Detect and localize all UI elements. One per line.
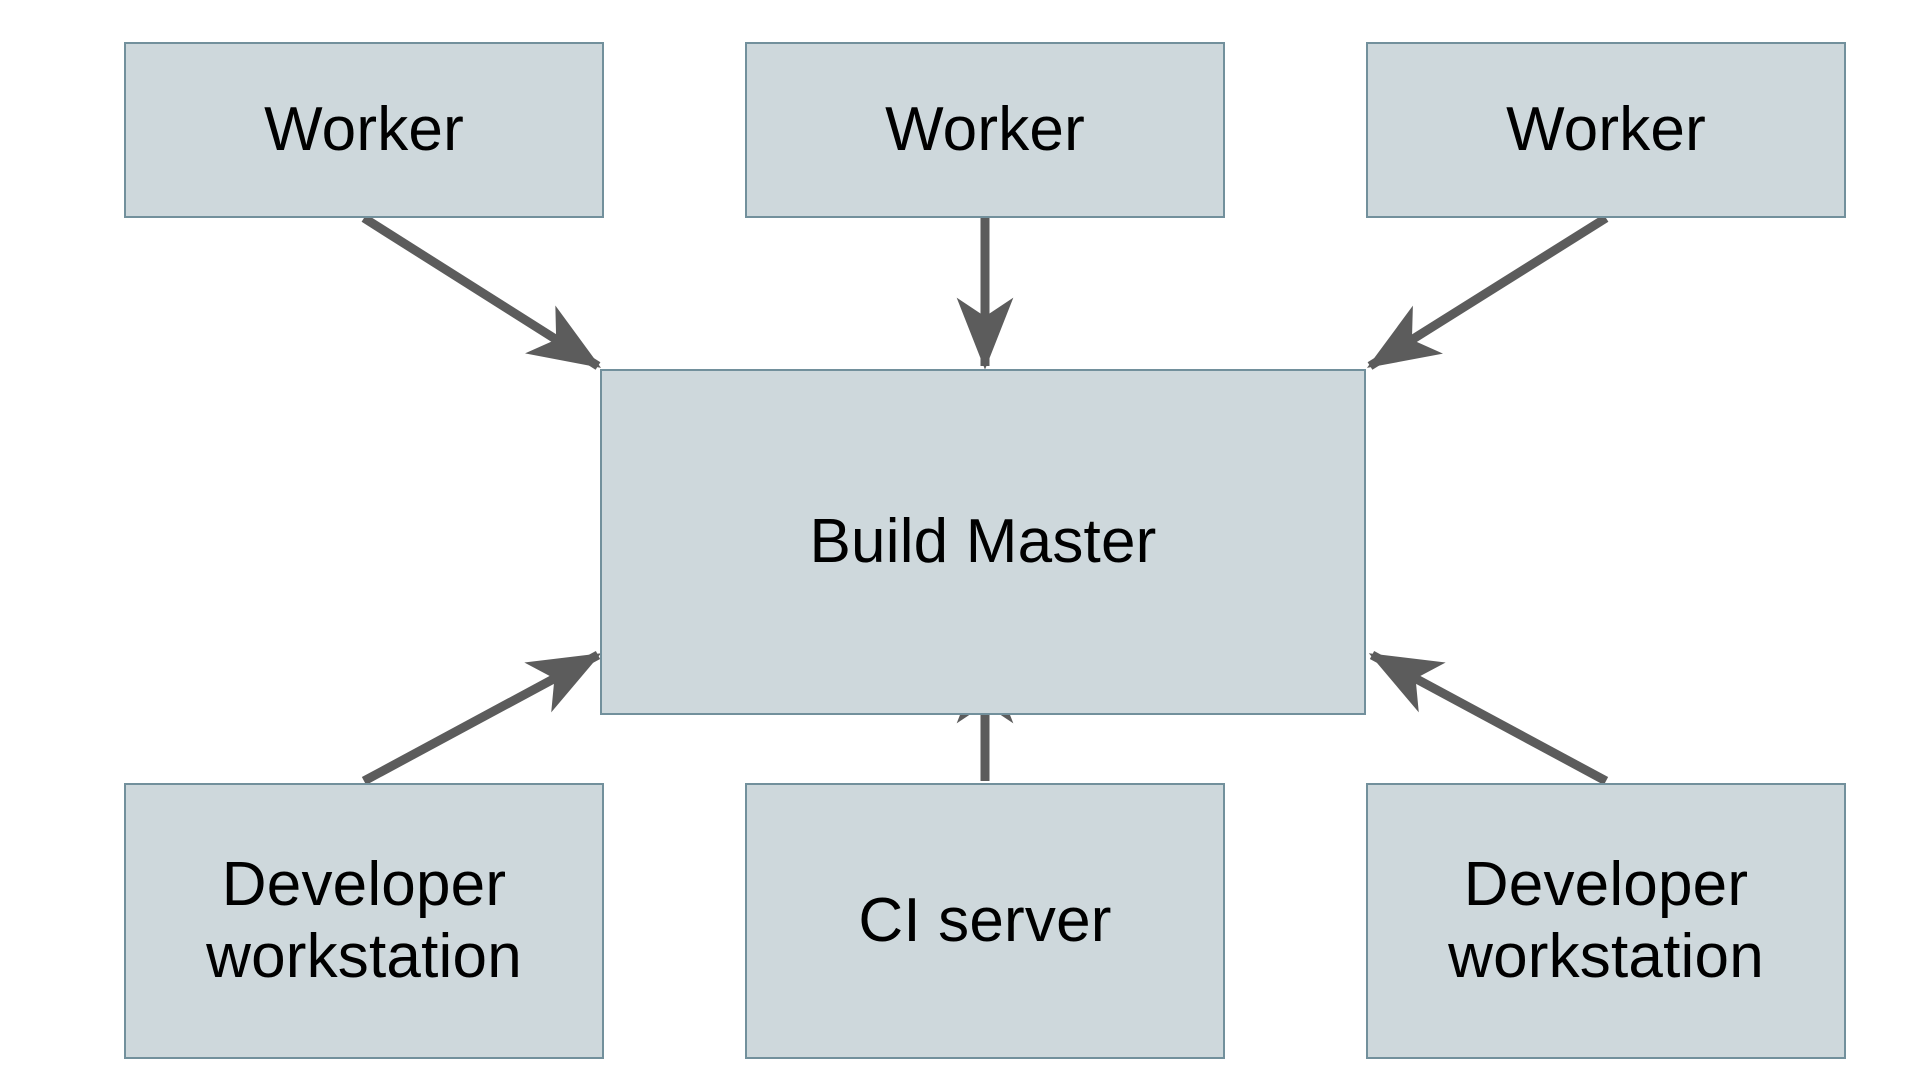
node-worker-1-label: Worker xyxy=(264,95,464,165)
node-worker-2[interactable]: Worker xyxy=(745,42,1225,218)
edge-dev-right-to-build-master xyxy=(1368,651,1609,785)
node-developer-workstation-left[interactable]: Developer workstation xyxy=(124,783,604,1059)
edge-worker-1-to-build-master xyxy=(361,214,602,370)
edge-worker-3-to-build-master xyxy=(1366,214,1609,370)
node-build-master-label: Build Master xyxy=(809,507,1157,577)
node-worker-2-label: Worker xyxy=(885,95,1085,165)
node-worker-3[interactable]: Worker xyxy=(1366,42,1846,218)
node-developer-workstation-right[interactable]: Developer workstation xyxy=(1366,783,1846,1059)
node-worker-1[interactable]: Worker xyxy=(124,42,604,218)
edge-dev-left-to-build-master xyxy=(361,651,602,785)
node-developer-workstation-left-label: Developer workstation xyxy=(206,850,522,991)
node-ci-server-label: CI server xyxy=(858,886,1112,956)
node-build-master[interactable]: Build Master xyxy=(600,369,1366,715)
node-ci-server[interactable]: CI server xyxy=(745,783,1225,1059)
node-worker-3-label: Worker xyxy=(1506,95,1706,165)
node-developer-workstation-right-label: Developer workstation xyxy=(1448,850,1764,991)
